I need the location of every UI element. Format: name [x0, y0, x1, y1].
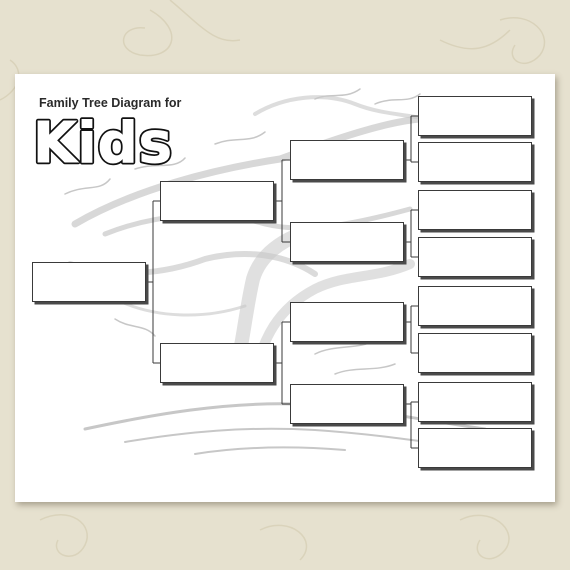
parent-box-2[interactable]	[160, 343, 274, 383]
grandparent-box-2[interactable]	[290, 222, 404, 262]
great-grandparent-box-1[interactable]	[418, 96, 532, 136]
kids-bubble-lettering: Kids Kids	[31, 109, 175, 179]
great-grandparent-box-2[interactable]	[418, 142, 532, 182]
great-grandparent-box-3[interactable]	[418, 190, 532, 230]
grandparent-box-4[interactable]	[290, 384, 404, 424]
bracket-connectors	[146, 115, 418, 449]
parent-box-1[interactable]	[160, 181, 274, 221]
great-grandparent-box-8[interactable]	[418, 428, 532, 468]
great-grandparent-box-5[interactable]	[418, 286, 532, 326]
grandparent-box-3[interactable]	[290, 302, 404, 342]
worksheet-paper: Family Tree Diagram for Kids Kids	[15, 74, 555, 502]
great-grandparent-box-4[interactable]	[418, 237, 532, 277]
great-grandparent-box-7[interactable]	[418, 382, 532, 422]
great-grandparent-box-6[interactable]	[418, 333, 532, 373]
worksheet-title: Family Tree Diagram for	[39, 96, 182, 110]
grandparent-box-1[interactable]	[290, 140, 404, 180]
self-name-box[interactable]	[32, 262, 146, 302]
kids-word-inner: Kids	[33, 111, 173, 176]
kids-word-outline: Kids	[33, 111, 173, 176]
